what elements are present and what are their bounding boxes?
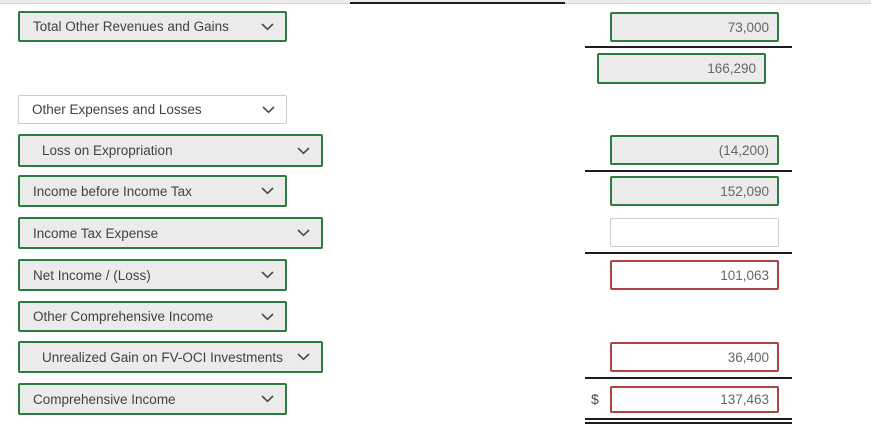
grand-total-double-rule [585, 418, 792, 424]
select-loss-on-expropriation[interactable]: Loss on Expropriation [20, 136, 321, 165]
select-income-tax-expense[interactable]: Income Tax Expense [20, 219, 321, 247]
amount-field-income-tax-expense-wrap [610, 218, 779, 247]
amount-input-subtotal[interactable] [599, 55, 764, 82]
select-loss-on-expropriation-wrap: Loss on Expropriation [18, 134, 323, 167]
amount-input-income-tax-expense[interactable] [611, 219, 778, 246]
select-income-before-income-tax[interactable]: Income before Income Tax [20, 177, 285, 205]
amount-input-net-income[interactable] [612, 262, 777, 288]
select-net-income-loss-wrap: Net Income / (Loss) [18, 259, 287, 291]
select-other-expenses-and-losses-wrap: Other Expenses and Losses [18, 95, 287, 124]
amount-input-total-other-revenues[interactable] [612, 14, 777, 40]
amount-field-income-before-tax-wrap [610, 176, 779, 206]
select-income-tax-expense-wrap: Income Tax Expense [18, 217, 323, 249]
select-other-comprehensive-income[interactable]: Other Comprehensive Income [20, 303, 285, 330]
subtotal-rule-4 [585, 377, 792, 379]
column-total-rule-top [350, 2, 565, 4]
amount-field-loss-on-expropriation-wrap [610, 135, 779, 165]
amount-field-total-other-revenues-wrap [610, 12, 779, 42]
select-comprehensive-income-wrap: Comprehensive Income [18, 383, 287, 415]
select-total-other-revenues-and-gains[interactable]: Total Other Revenues and Gains [20, 13, 285, 40]
select-income-before-income-tax-wrap: Income before Income Tax [18, 175, 287, 207]
select-other-comprehensive-income-wrap: Other Comprehensive Income [18, 301, 287, 332]
select-total-other-revenues-and-gains-wrap: Total Other Revenues and Gains [18, 11, 287, 42]
amount-field-net-income-wrap [610, 260, 779, 290]
amount-field-subtotal-wrap [597, 53, 766, 84]
amount-input-income-before-tax[interactable] [612, 178, 777, 204]
select-other-expenses-and-losses[interactable]: Other Expenses and Losses [19, 96, 286, 123]
amount-input-loss-on-expropriation[interactable] [612, 137, 777, 163]
select-net-income-loss[interactable]: Net Income / (Loss) [20, 261, 285, 289]
subtotal-rule-1 [585, 46, 792, 48]
amount-input-unrealized-gain[interactable] [612, 344, 777, 370]
select-unrealized-gain-fv-oci-wrap: Unrealized Gain on FV-OCI Investments [18, 341, 323, 373]
currency-symbol: $ [591, 391, 599, 407]
select-comprehensive-income[interactable]: Comprehensive Income [20, 385, 285, 413]
amount-field-unrealized-gain-wrap [610, 342, 779, 372]
subtotal-rule-3 [585, 252, 792, 254]
subtotal-rule-2 [585, 170, 792, 172]
amount-field-comprehensive-income-wrap [610, 386, 779, 413]
amount-input-comprehensive-income[interactable] [612, 388, 777, 411]
select-unrealized-gain-fv-oci[interactable]: Unrealized Gain on FV-OCI Investments [20, 343, 321, 371]
